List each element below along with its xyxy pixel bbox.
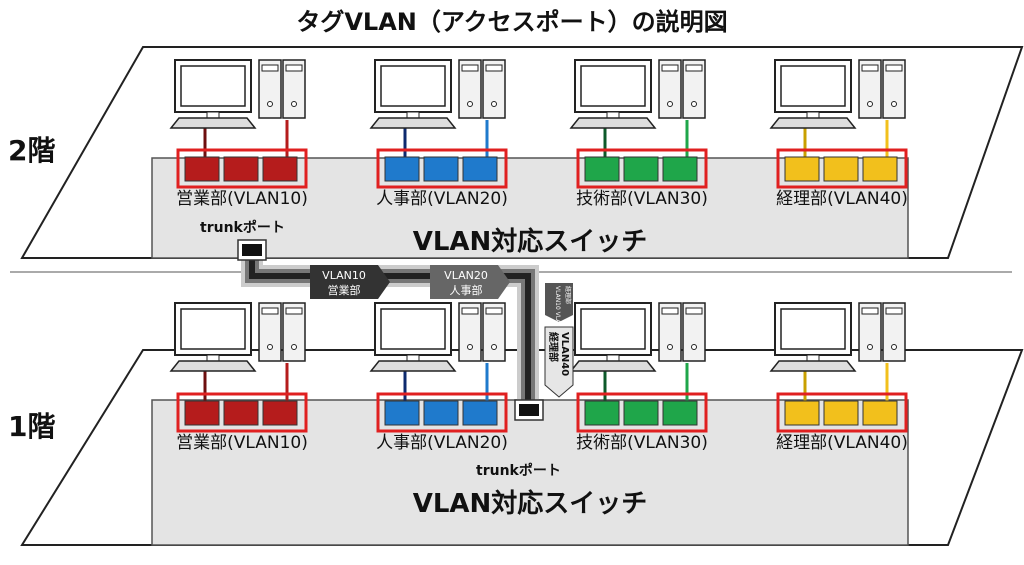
switch-port [184, 156, 220, 182]
pc-tower-icon [658, 302, 682, 362]
pc-tower-icon [458, 302, 482, 362]
port-highlight [576, 148, 708, 189]
keyboard-icon [769, 117, 857, 129]
tag-line2: 営業部 [328, 283, 361, 297]
port-highlight [176, 148, 308, 189]
floor-1-switch-label: VLAN対応スイッチ [413, 488, 648, 519]
trunk-tag-vlan10-30: VLAN10 VLAN30 経理部 [545, 283, 573, 336]
switch-port [584, 400, 620, 426]
tag-line1: VLAN40 [559, 332, 570, 376]
switch-port [223, 156, 259, 182]
port-highlight [576, 392, 708, 433]
floor-2-switch-label: VLAN対応スイッチ [413, 226, 648, 257]
department-label: 経理部(VLAN40) [776, 189, 908, 209]
floor-1-department-group: 人事部(VLAN20) [369, 302, 508, 453]
keyboard-icon [769, 360, 857, 372]
port-jack-icon [242, 244, 262, 256]
switch-port [662, 156, 698, 182]
pc-tower-icon [682, 59, 706, 119]
pc-tower-icon [282, 59, 306, 119]
department-label: 営業部(VLAN10) [176, 189, 308, 209]
floor-2-department-group: 人事部(VLAN20) [369, 59, 508, 209]
tag-line1: VLAN20 [444, 269, 488, 282]
department-label: 人事部(VLAN20) [376, 189, 508, 209]
port-highlight [776, 392, 908, 433]
switch-port [462, 400, 498, 426]
switch-port [862, 400, 898, 426]
switch-port [823, 400, 859, 426]
keyboard-icon [569, 360, 657, 372]
floor-2-department-group: 営業部(VLAN10) [169, 59, 308, 209]
pc-tower-icon [882, 59, 906, 119]
trunk-tag-vlan40: VLAN40 経理部 [544, 326, 574, 398]
tag-line2: 経理部 [547, 332, 560, 362]
pc-tower-icon [282, 302, 306, 362]
pc-tower-icon [858, 59, 882, 119]
department-label: 技術部(VLAN30) [576, 189, 708, 209]
pc-tower-icon [458, 59, 482, 119]
switch-port [223, 400, 259, 426]
switch-port [662, 400, 698, 426]
port-highlight [376, 392, 508, 433]
keyboard-icon [169, 360, 257, 372]
department-label: 経理部(VLAN40) [776, 433, 908, 453]
keyboard-icon [569, 117, 657, 129]
keyboard-icon [169, 117, 257, 129]
port-highlight [776, 148, 908, 189]
switch-port [423, 156, 459, 182]
pc-tower-icon [258, 59, 282, 119]
pc-tower-icon [882, 302, 906, 362]
switch-port [184, 400, 220, 426]
floor-2-trunk-label: trunkポート [200, 219, 285, 236]
switch-port [384, 400, 420, 426]
switch-port [784, 400, 820, 426]
diagram-title: タグVLAN（アクセスポート）の説明図 [296, 8, 727, 36]
pc-tower-icon [482, 302, 506, 362]
pc-tower-icon [482, 59, 506, 119]
keyboard-icon [369, 360, 457, 372]
port-jack-icon [519, 404, 539, 416]
floor-1-switch [151, 399, 909, 546]
tag-line1: VLAN10 VLAN30 [554, 286, 561, 336]
port-highlight [376, 148, 508, 189]
trunk-tag-vlan10: VLAN10 営業部 [310, 265, 390, 299]
floor-2-department-group: 技術部(VLAN30) [569, 59, 708, 209]
floor-1-department-group: 経理部(VLAN40) [769, 302, 908, 453]
port-highlight [176, 392, 308, 433]
pc-tower-icon [682, 302, 706, 362]
switch-port [862, 156, 898, 182]
pc-tower-icon [658, 59, 682, 119]
floor-2-department-group: 経理部(VLAN40) [769, 59, 908, 209]
switch-port [262, 156, 298, 182]
floor-2-label: 2階 [8, 134, 55, 167]
tag-line2: 経理部 [564, 286, 572, 304]
switch-port [823, 156, 859, 182]
trunk-cable [241, 258, 539, 412]
keyboard-icon [369, 117, 457, 129]
pc-tower-icon [258, 302, 282, 362]
switch-port [384, 156, 420, 182]
switch-port [423, 400, 459, 426]
trunk-tag-vlan20: VLAN20 人事部 [430, 265, 510, 299]
floor-1-label: 1階 [8, 410, 55, 443]
floor-1-trunk-label: trunkポート [476, 462, 561, 479]
switch-port [262, 400, 298, 426]
switch-port [784, 156, 820, 182]
switch-port [462, 156, 498, 182]
floor-1-department-group: 技術部(VLAN30) [569, 302, 708, 453]
department-label: 営業部(VLAN10) [176, 433, 308, 453]
switch-port [623, 156, 659, 182]
tag-line1: VLAN10 [322, 269, 366, 282]
pc-tower-icon [858, 302, 882, 362]
department-label: 人事部(VLAN20) [376, 433, 508, 453]
switch-port [584, 156, 620, 182]
floor-1-department-group: 営業部(VLAN10) [169, 302, 308, 453]
department-label: 技術部(VLAN30) [576, 433, 708, 453]
tag-line2: 人事部 [450, 283, 483, 297]
switch-port [623, 400, 659, 426]
